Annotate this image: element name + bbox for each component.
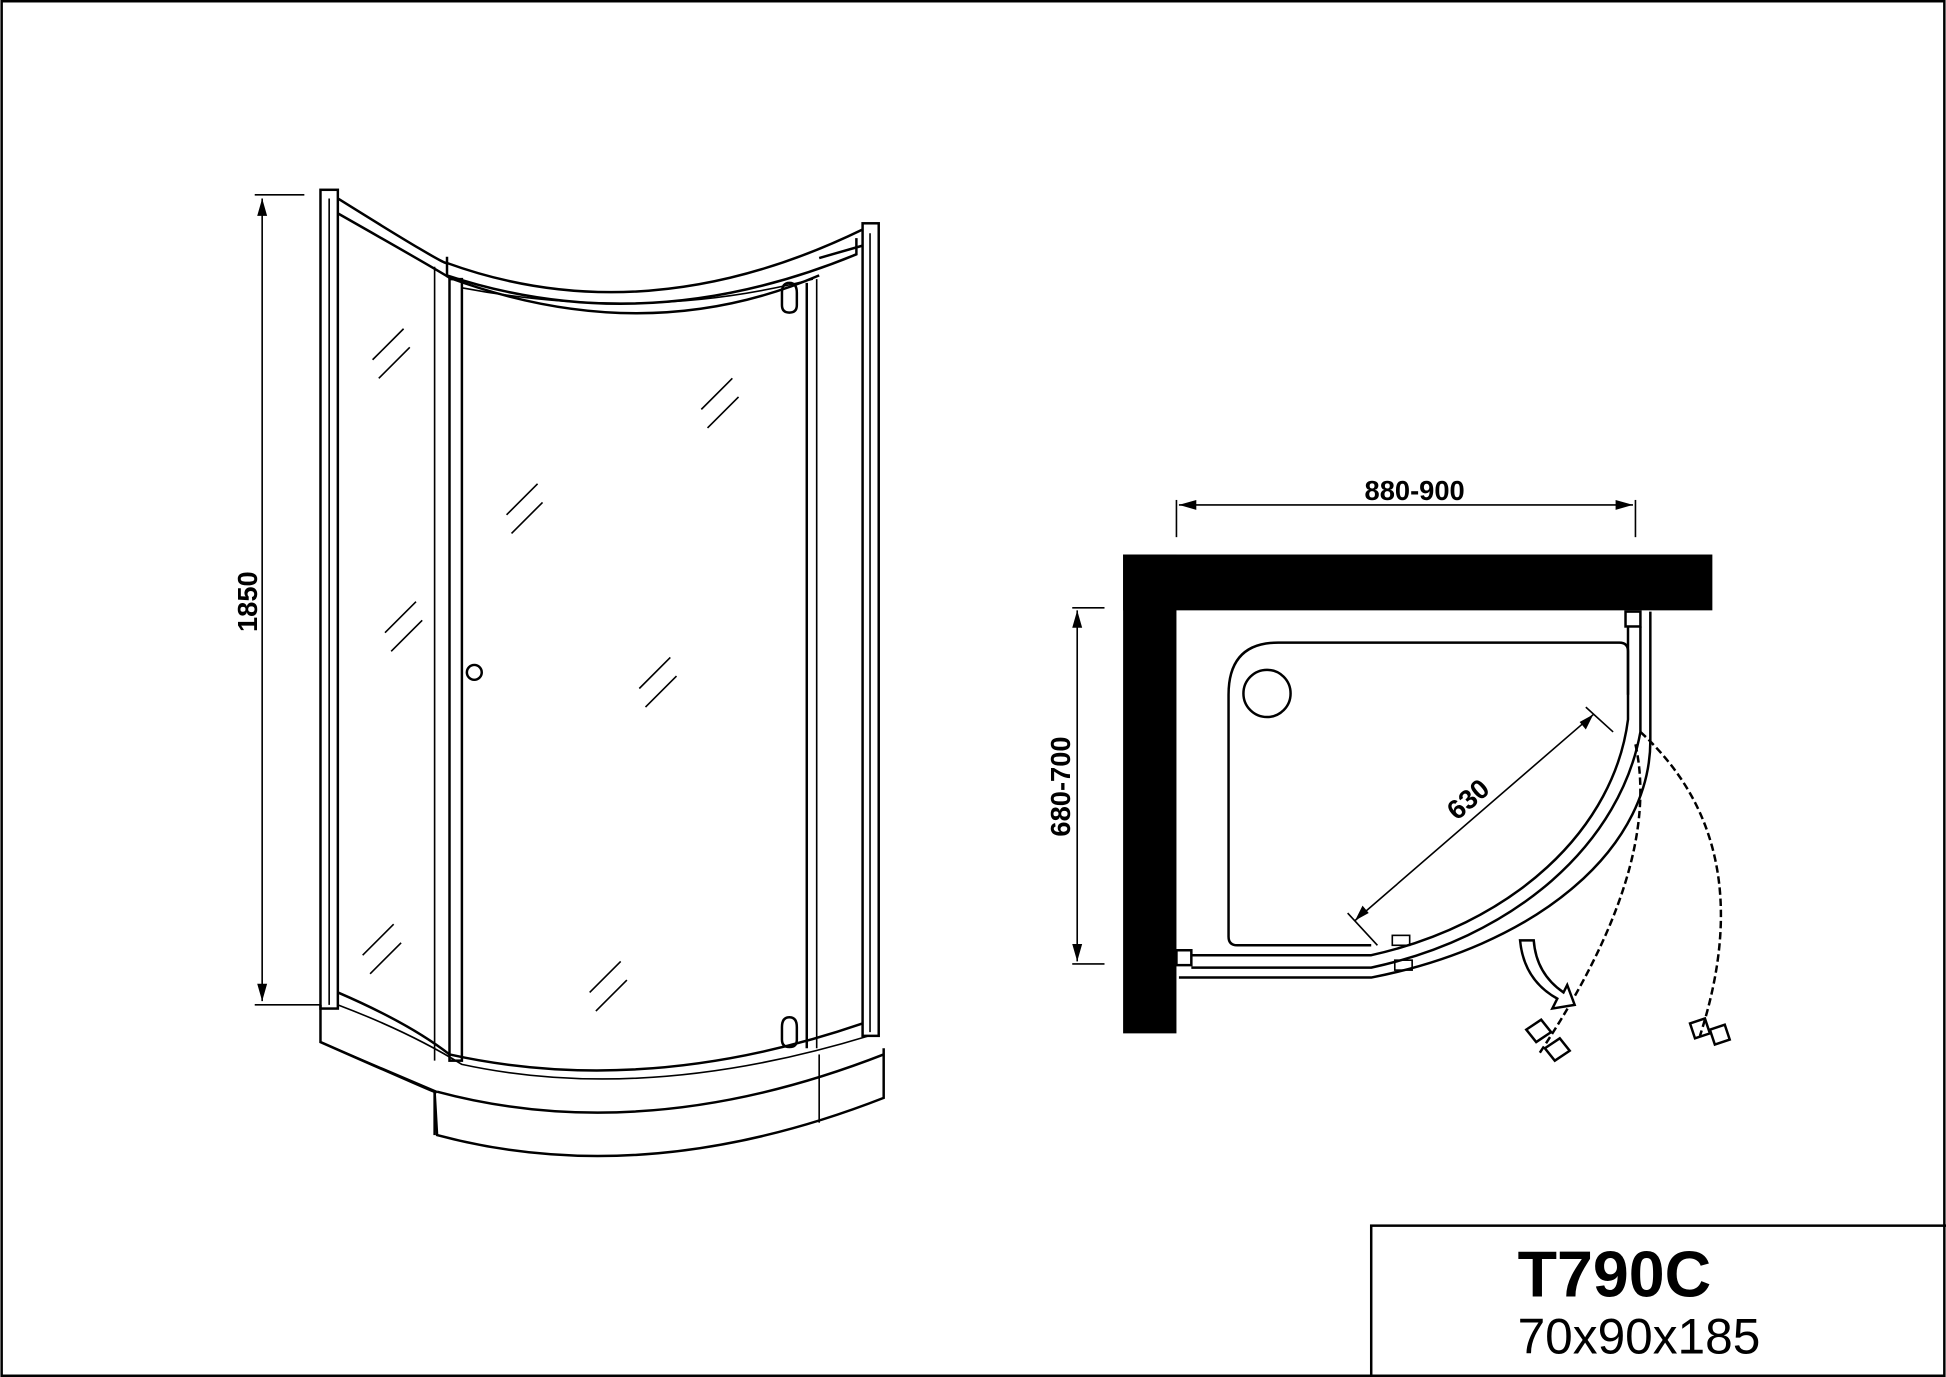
swing-arrow-icon — [1518, 939, 1577, 1011]
depth-dimension: 680-700 — [1045, 607, 1105, 965]
model-number: T790C — [1518, 1238, 1712, 1310]
door-swing — [1518, 731, 1732, 1063]
depth-dimension-label: 680-700 — [1045, 736, 1076, 836]
shower-tray — [319, 1004, 885, 1158]
hinge-bottom — [780, 1016, 799, 1049]
walls — [1123, 554, 1713, 1034]
tray-basin — [1227, 641, 1630, 947]
hinge-top — [780, 281, 799, 314]
title-block: T790C 70x90x185 — [1369, 1224, 1946, 1377]
handle-open-1 — [1524, 1018, 1572, 1063]
height-dimension: 1850 — [232, 193, 321, 1006]
door-width-dimension: 630 — [1347, 706, 1614, 946]
plan-view: 880-900 680-700 — [1045, 475, 1732, 1063]
curved-enclosure — [1175, 610, 1652, 979]
width-dimension: 880-900 — [1175, 475, 1637, 538]
width-dimension-label: 880-900 — [1365, 475, 1465, 506]
door-knob — [465, 663, 483, 682]
handle-open-2 — [1688, 1016, 1732, 1047]
drain-icon — [1242, 668, 1292, 719]
height-dimension-label: 1850 — [232, 571, 263, 632]
shower-frame — [319, 188, 880, 1080]
model-size: 70x90x185 — [1518, 1308, 1761, 1364]
door-width-label: 630 — [1441, 773, 1496, 826]
glass-reflections — [362, 328, 740, 1012]
elevation-view: 1850 — [232, 188, 885, 1158]
